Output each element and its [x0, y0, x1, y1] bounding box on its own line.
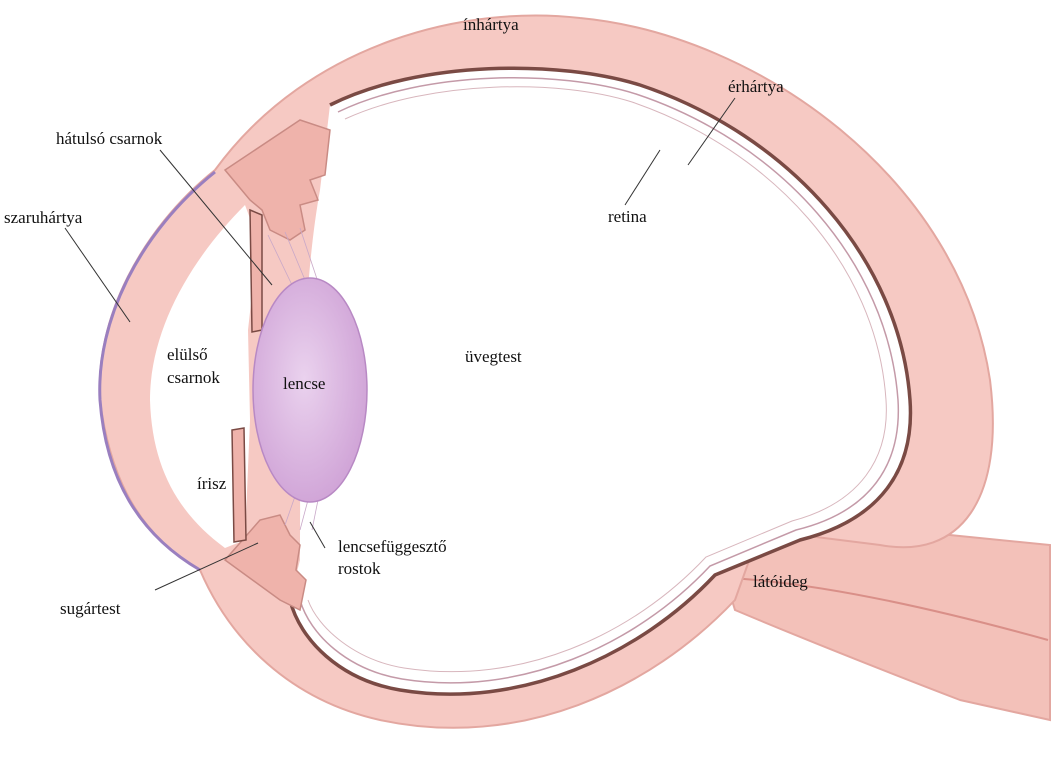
label-retina: retina — [608, 206, 647, 228]
label-zonular-fibers-1: lencsefüggesztő — [338, 536, 447, 558]
label-vitreous-body: üvegtest — [465, 346, 522, 368]
label-ciliary-body: sugártest — [60, 598, 120, 620]
iris-lower — [232, 428, 246, 542]
label-posterior-chamber: hátulsó csarnok — [56, 128, 162, 150]
label-iris: írisz — [197, 473, 226, 495]
label-sclera: ínhártya — [463, 14, 519, 36]
leader-cornea — [65, 228, 130, 322]
label-zonular-fibers-2: rostok — [338, 558, 381, 580]
label-cornea: szaruhártya — [4, 207, 82, 229]
label-lens: lencse — [283, 373, 325, 395]
label-anterior-chamber-1: elülső — [167, 344, 208, 366]
label-anterior-chamber-2: csarnok — [167, 367, 220, 389]
label-optic-nerve: látóideg — [753, 571, 808, 593]
label-choroid: érhártya — [728, 76, 784, 98]
